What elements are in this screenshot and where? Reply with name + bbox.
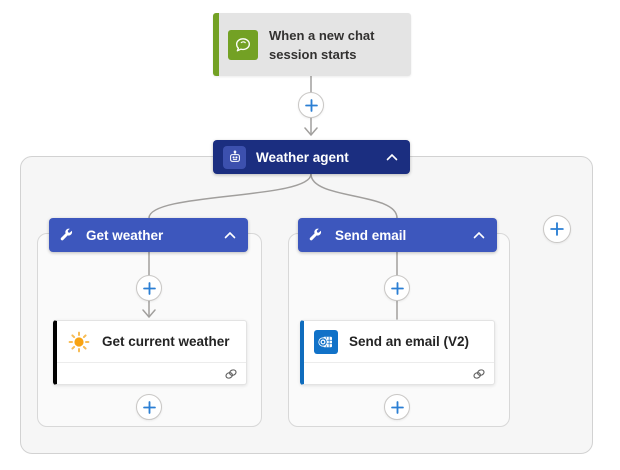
plus-icon (390, 400, 404, 414)
trigger-title-line2: session starts (269, 46, 357, 62)
wrench-icon (59, 228, 74, 243)
plus-icon (390, 281, 404, 295)
agent-node-weather-agent[interactable]: Weather agent (213, 140, 410, 174)
action-label: Get current weather (102, 334, 230, 349)
action-card-footer (57, 363, 246, 384)
tool-node-get-weather[interactable]: Get weather (49, 218, 248, 252)
trigger-title-line1: When a new chat (269, 27, 375, 43)
insert-step-button[interactable] (298, 92, 324, 118)
action-card-main: Get current weather (57, 321, 246, 363)
plus-icon (550, 222, 564, 236)
action-card-get-current-weather[interactable]: Get current weather (53, 320, 247, 385)
connection-icon[interactable] (224, 368, 238, 380)
action-label: Send an email (V2) (349, 334, 470, 349)
plus-icon (304, 98, 318, 112)
agent-label: Weather agent (256, 149, 349, 165)
insert-action-button-send-email[interactable] (384, 275, 410, 301)
trigger-title: When a new chat session starts (269, 26, 374, 64)
connection-icon[interactable] (472, 368, 486, 380)
add-action-button-get-weather[interactable] (136, 394, 162, 420)
outlook-icon (314, 329, 338, 354)
tool-label: Get weather (86, 227, 164, 243)
action-card-footer (304, 363, 494, 384)
tool-node-send-email[interactable]: Send email (298, 218, 497, 252)
plus-icon (142, 400, 156, 414)
action-card-main: Send an email (V2) (304, 321, 494, 363)
chat-session-icon (228, 29, 258, 60)
trigger-node[interactable]: When a new chat session starts (213, 13, 411, 76)
sun-icon (67, 330, 91, 354)
add-action-button-send-email[interactable] (384, 394, 410, 420)
wrench-icon (308, 228, 323, 243)
bot-icon (223, 145, 246, 169)
add-tool-button[interactable] (543, 215, 571, 243)
chevron-up-icon[interactable] (384, 149, 400, 165)
chevron-up-icon[interactable] (222, 227, 238, 243)
tool-label: Send email (335, 227, 407, 243)
insert-action-button-get-weather[interactable] (136, 275, 162, 301)
action-card-send-an-email-v2[interactable]: Send an email (V2) (300, 320, 495, 385)
plus-icon (142, 281, 156, 295)
chevron-up-icon[interactable] (471, 227, 487, 243)
